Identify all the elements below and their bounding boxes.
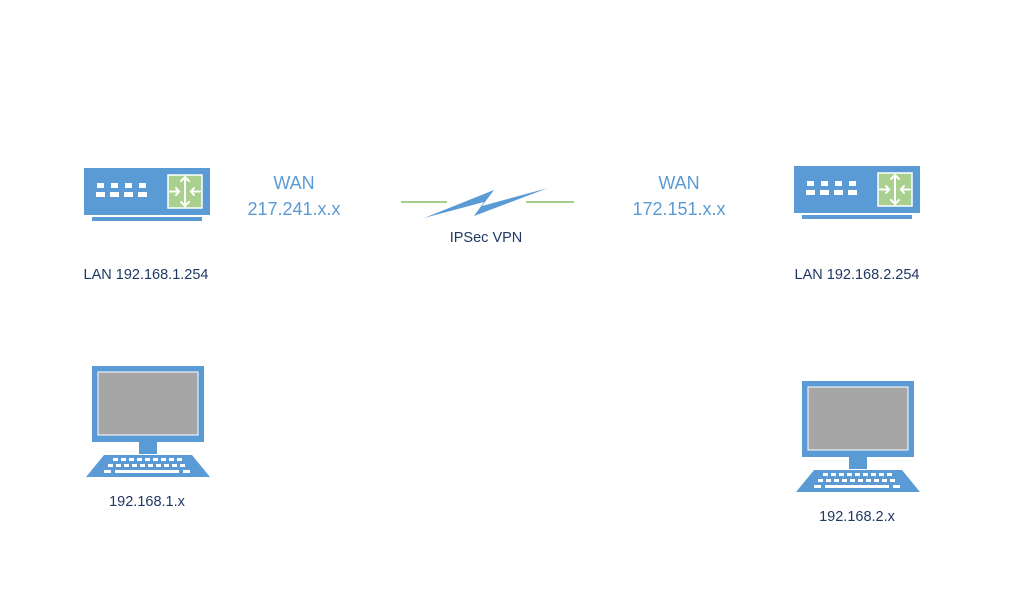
left-pc-ip-label: 192.168.1.x <box>109 494 185 510</box>
right-router-icon <box>794 166 920 219</box>
right-wan-ip: 172.151.x.x <box>632 199 726 219</box>
left-wan-ip: 217.241.x.x <box>247 199 341 219</box>
left-router-icon <box>84 168 210 221</box>
right-pc-ip-label: 192.168.2.x <box>819 509 895 525</box>
right-router-lan-label: LAN 192.168.2.254 <box>794 267 920 283</box>
left-wan-title: WAN <box>273 173 315 193</box>
left-router-lan-label: LAN 192.168.1.254 <box>83 267 209 283</box>
left-wan-label: WAN 217.241.x.x <box>247 170 340 222</box>
right-computer-icon <box>796 381 920 492</box>
right-wan-title: WAN <box>658 173 700 193</box>
vpn-label: IPSec VPN <box>449 230 523 246</box>
left-computer-icon <box>86 366 210 477</box>
lightning-icon <box>424 188 548 218</box>
right-wan-label: WAN 172.151.x.x <box>632 170 725 222</box>
